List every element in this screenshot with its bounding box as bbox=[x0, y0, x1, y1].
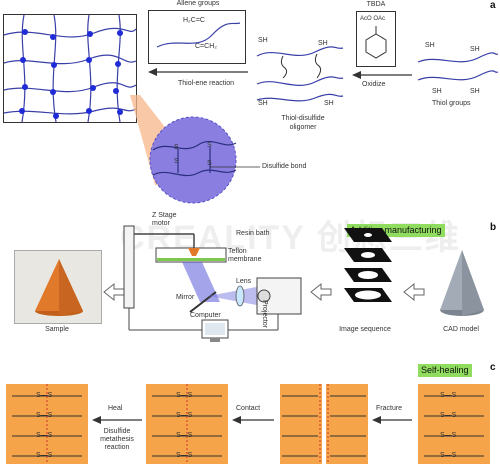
cad-to-sequence-arrow bbox=[403, 282, 425, 302]
projector-label: Projector bbox=[261, 300, 268, 329]
healed-block bbox=[6, 384, 88, 464]
alkene-formula-2: C=CH₂ bbox=[195, 43, 217, 50]
thiol-ene-arrow bbox=[148, 68, 248, 76]
disulfide-sphere bbox=[149, 116, 237, 204]
bond-label-h3: S—S bbox=[36, 432, 53, 439]
teflon-label-1: Teflon bbox=[228, 248, 247, 255]
image-sequence-label: Image sequence bbox=[339, 326, 391, 333]
contact-block bbox=[146, 384, 228, 464]
oxidize-arrow bbox=[352, 71, 412, 79]
oligomer-structure bbox=[256, 46, 344, 102]
z-stage-label-1: Z Stage bbox=[152, 212, 177, 219]
thiol-sh-3: SH bbox=[432, 88, 442, 95]
lens-label: Lens bbox=[236, 278, 252, 285]
sample-cone bbox=[35, 259, 83, 316]
printer-to-sample-arrow bbox=[103, 282, 125, 302]
contact-bonds bbox=[152, 384, 222, 464]
sample-block-right bbox=[418, 384, 490, 464]
bond-label-r4: S—S bbox=[440, 452, 457, 459]
disulfide-label: Disulfide bbox=[103, 428, 131, 435]
computer-label: Computer bbox=[190, 312, 221, 319]
oligomer-sh-2: SH bbox=[318, 40, 328, 47]
disulfide-bond-label: Disulfide bond bbox=[262, 163, 307, 170]
tbda-formula: AcO OAc bbox=[360, 16, 386, 22]
healed-bonds bbox=[12, 384, 82, 464]
fractured-bonds-left bbox=[282, 384, 321, 464]
oligomer-sh-3: SH bbox=[258, 100, 268, 107]
sample-label: Sample bbox=[45, 326, 69, 333]
sulfur-label-3: S bbox=[207, 142, 212, 149]
sulfur-label-4: S bbox=[207, 160, 212, 167]
oligomer-sh-4: SH bbox=[324, 100, 334, 107]
sulfur-label-1: S bbox=[174, 144, 179, 151]
metathesis-label: metathesis bbox=[100, 436, 134, 443]
bond-label-r2: S—S bbox=[440, 412, 457, 419]
cad-model-cone bbox=[440, 250, 484, 316]
panel-a-letter: a bbox=[490, 0, 496, 11]
alkene-groups-label: Allene groups bbox=[176, 0, 220, 7]
mirror-label: Mirror bbox=[176, 294, 195, 301]
cad-model-label: CAD model bbox=[443, 326, 479, 333]
thiol-sh-1: SH bbox=[425, 42, 435, 49]
heal-label: Heal bbox=[108, 405, 123, 412]
oligomer-label-2: oligomer bbox=[289, 124, 317, 131]
bond-label-r1: S—S bbox=[440, 392, 457, 399]
fracture-label: Fracture bbox=[376, 405, 403, 412]
bond-label-c1: S—S bbox=[176, 392, 193, 399]
oligomer-label-1: Thiol-disulfide bbox=[281, 115, 325, 122]
alkene-formula-1: H₂C=C bbox=[183, 17, 205, 24]
reaction-label: reaction bbox=[104, 444, 130, 451]
printer-setup bbox=[123, 225, 302, 342]
sequence-to-printer-arrow bbox=[310, 282, 332, 302]
fractured-block-right bbox=[326, 384, 368, 464]
panel-c-letter: c bbox=[490, 362, 496, 373]
bond-label-r3: S—S bbox=[440, 432, 457, 439]
self-healing-tag: Self-healing bbox=[418, 364, 472, 377]
heal-arrow bbox=[92, 416, 142, 424]
contact-arrow bbox=[232, 416, 274, 424]
contact-label: Contact bbox=[236, 405, 261, 412]
teflon-label-2: membrane bbox=[228, 256, 262, 263]
tbda-box: AcO OAc bbox=[356, 11, 396, 67]
thiol-ene-label: Thiol-ene reaction bbox=[178, 80, 235, 87]
oligomer-sh-1: SH bbox=[258, 37, 268, 44]
resin-bath-label: Resin bath bbox=[236, 230, 270, 237]
bond-pattern-right bbox=[424, 395, 484, 457]
bond-label-h4: S—S bbox=[36, 452, 53, 459]
benzene-ring bbox=[365, 26, 387, 59]
bond-label-h1: S—S bbox=[36, 392, 53, 399]
fractured-block-left bbox=[280, 384, 322, 464]
fractured-bonds-right bbox=[327, 384, 366, 464]
tbda-label: TBDA bbox=[366, 1, 386, 8]
disulfide-bond-pointer bbox=[210, 166, 260, 168]
thiol-sh-4: SH bbox=[470, 88, 480, 95]
image-sequence-stack bbox=[344, 228, 392, 302]
panel-b-letter: b bbox=[490, 222, 497, 233]
sample-box bbox=[14, 250, 102, 324]
thiol-sh-2: SH bbox=[470, 46, 480, 53]
bond-label-c3: S—S bbox=[176, 432, 193, 439]
fracture-arrow bbox=[372, 416, 412, 424]
polymer-network-box bbox=[3, 14, 137, 123]
bond-label-c4: S—S bbox=[176, 452, 193, 459]
sulfur-label-2: S bbox=[174, 158, 179, 165]
alkene-groups-box: H₂C=C C=CH₂ bbox=[148, 10, 246, 64]
thiol-groups-label: Thiol groups bbox=[432, 100, 471, 107]
polymer-network bbox=[3, 14, 137, 123]
thiol-chains bbox=[417, 52, 499, 81]
oxidize-label: Oxidize bbox=[362, 81, 386, 88]
z-stage-label-2: motor bbox=[152, 220, 170, 227]
alkene-chain bbox=[156, 22, 241, 48]
bond-label-c2: S—S bbox=[176, 412, 193, 419]
bond-label-h2: S—S bbox=[36, 412, 53, 419]
